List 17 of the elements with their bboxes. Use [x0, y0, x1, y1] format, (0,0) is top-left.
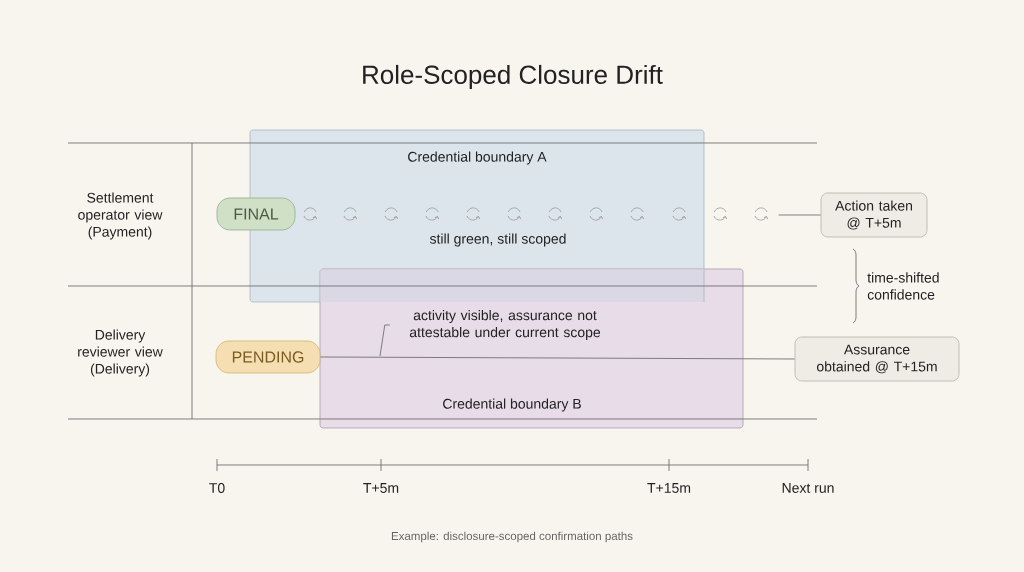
tick-label: T+15m [647, 483, 691, 493]
caption: Example: disclosure-scoped confirmation paths [391, 531, 633, 543]
tick-label: T0 [209, 483, 225, 493]
connector-line [778, 214, 822, 216]
lane-label: Settlement operator view (Payment) [78, 192, 163, 240]
annotation-text: time-shifted confidence [867, 272, 939, 300]
tick-label: Next run [782, 483, 834, 493]
leader-line [379, 324, 391, 357]
status-pill: PENDING [215, 340, 321, 374]
lane-label: Delivery reviewer view (Delivery) [78, 329, 163, 377]
title: Role-Scoped Closure Drift [363, 64, 663, 90]
connector-line [319, 356, 796, 360]
result-box: Action taken @ T+5m [820, 192, 928, 238]
status-pill: FINAL [216, 197, 296, 231]
result-box: Assurance obtained @ T+15m [794, 336, 960, 382]
tick-label: T+5m [363, 483, 399, 493]
note-text: activity visible, assurance not attestable under current scope [409, 309, 601, 340]
